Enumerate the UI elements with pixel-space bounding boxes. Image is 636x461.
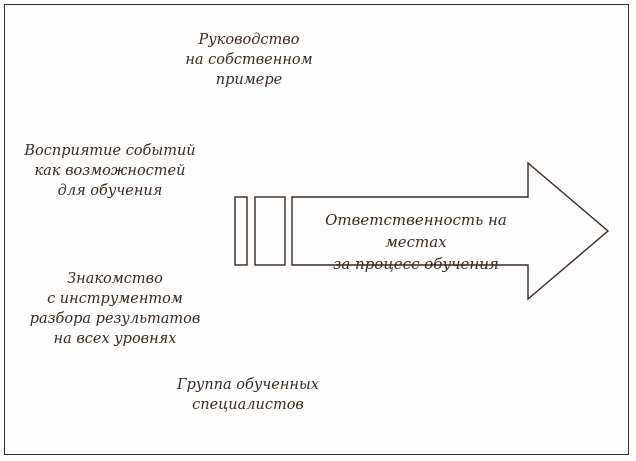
- arrow-label: Ответственность на местах за процесс обу…: [325, 211, 507, 273]
- label-perception: Восприятие событий как возможностей для …: [24, 143, 196, 199]
- arrow-tail-bar-wide: [254, 196, 286, 266]
- label-trained-group: Группа обученных специалистов: [177, 377, 319, 413]
- arrow-body: [291, 161, 610, 301]
- diagram-frame: [4, 4, 629, 455]
- label-familiarity: Знакомство с инструментом разбора резуль…: [29, 271, 201, 347]
- arrow-tail-bar-thin: [234, 196, 248, 266]
- label-leadership: Руководство на собственном примере: [185, 32, 313, 88]
